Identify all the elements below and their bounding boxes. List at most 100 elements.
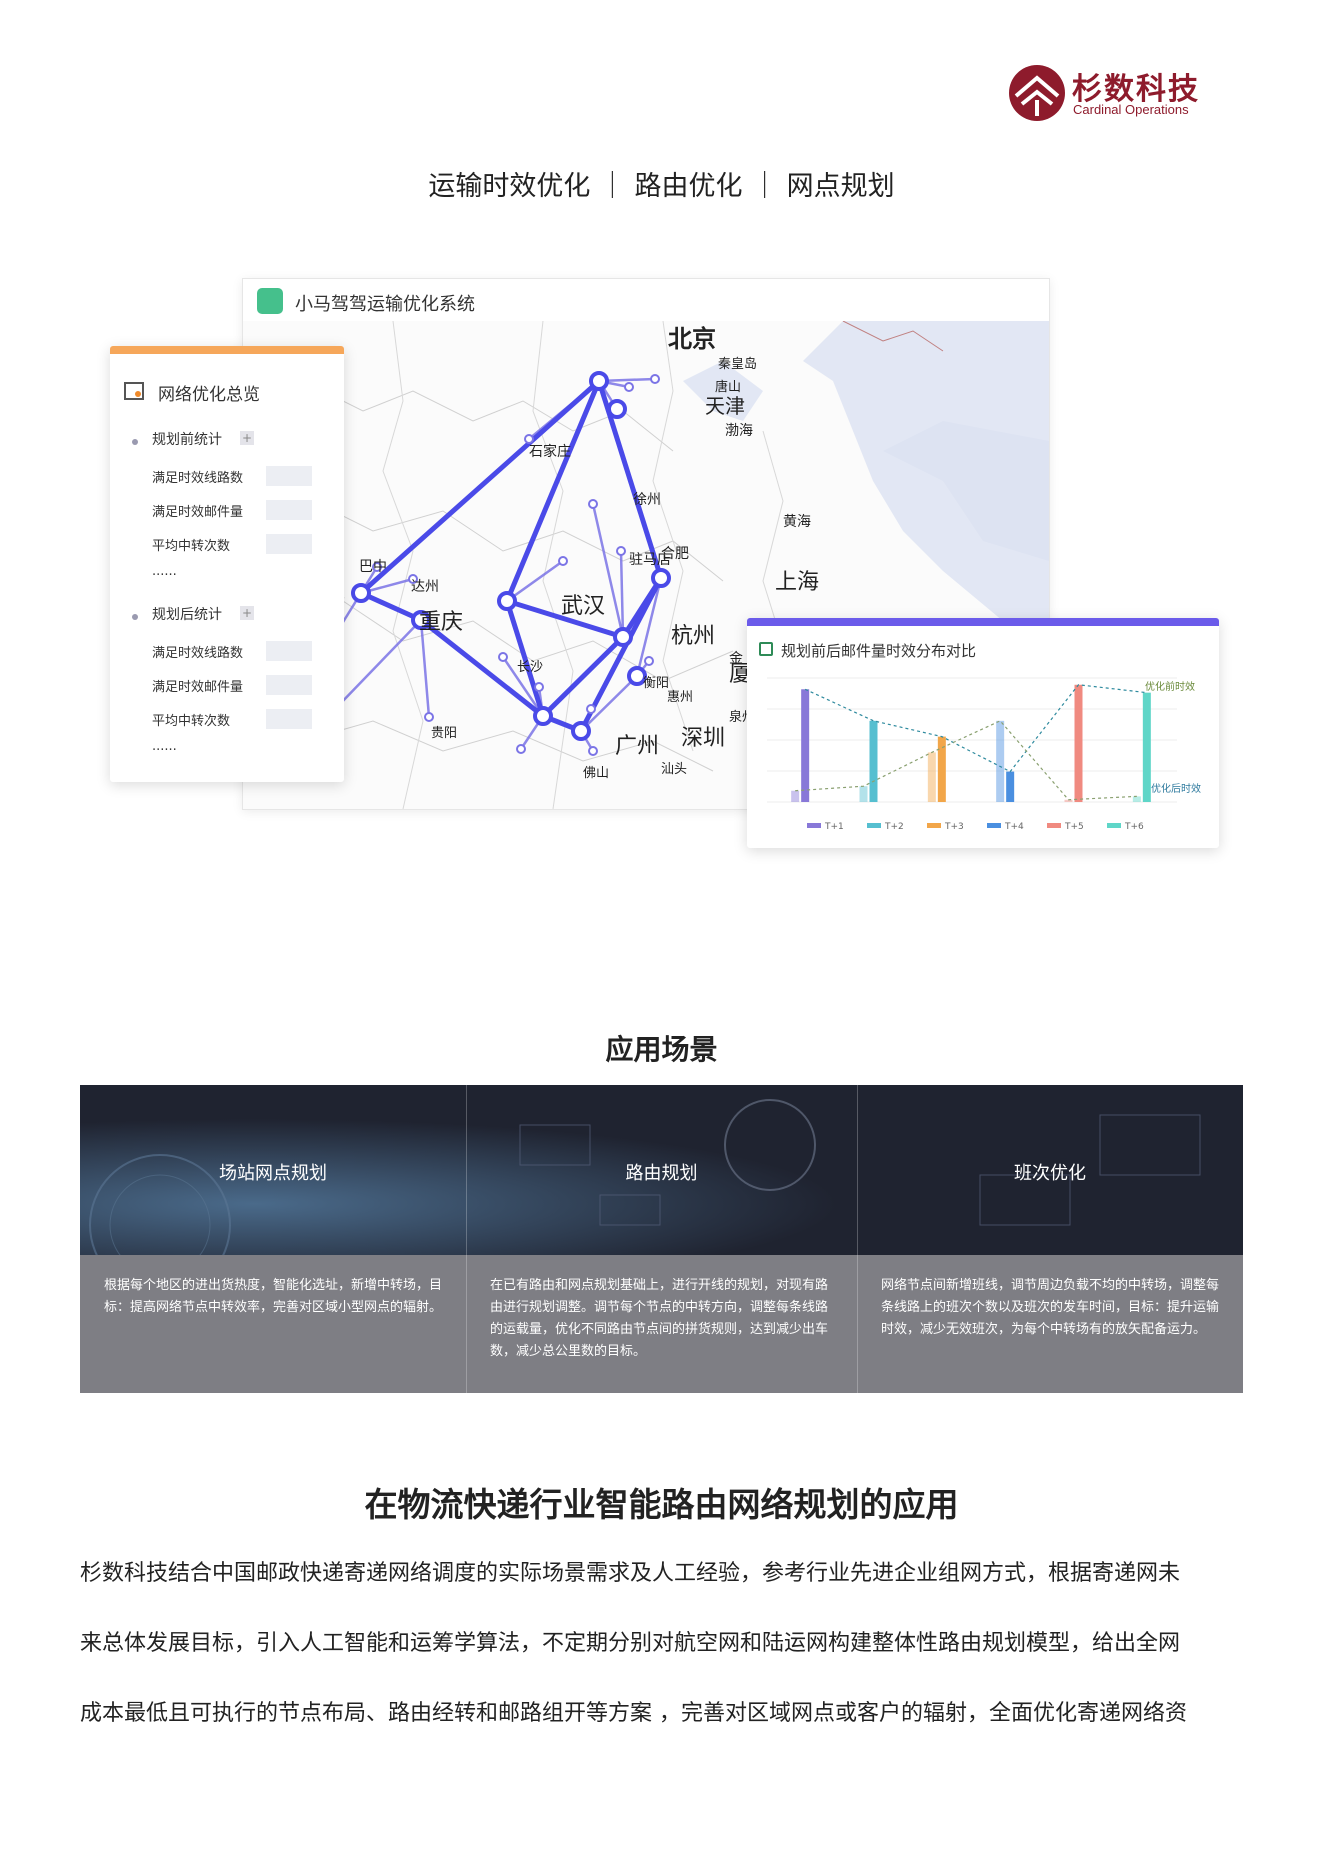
application-scenes: 场站网点规划 路由规划 班次优化 根据每个地区的进出货热度，智能化选址，新增中转… [80, 1085, 1243, 1393]
city-label: 惠州 [667, 690, 693, 705]
city-node[interactable] [624, 382, 634, 392]
city-node[interactable] [589, 371, 609, 391]
city-label: 佛山 [583, 766, 609, 781]
route-link [619, 550, 625, 638]
legend-swatch [807, 823, 821, 828]
city-node[interactable] [588, 746, 598, 756]
city-node[interactable] [650, 374, 660, 384]
trunk-route-link [541, 635, 625, 718]
city-label: 长沙 [517, 660, 543, 675]
city-node[interactable] [351, 583, 371, 603]
city-label: 广州 [615, 734, 659, 759]
brand-name-cn: 杉数科技 [1072, 72, 1200, 107]
scene-text: 在已有路由和网点规划基础上，进行开线的规划，对现有路由进行规划调整。调节每个节点… [490, 1278, 829, 1359]
brand-name-en: Cardinal Operations [1073, 102, 1189, 117]
city-label: 上海 [775, 570, 819, 595]
bullet-icon [132, 439, 138, 445]
bar [996, 720, 1005, 802]
after-stat-value [266, 641, 312, 661]
scene-card-routing[interactable]: 路由规划 [466, 1085, 857, 1255]
bar [1064, 799, 1073, 802]
article-line: 杉数科技结合中国邮政快递寄递网络调度的实际场景需求及人工经验，参考行业先进企业组… [80, 1561, 1181, 1586]
city-node[interactable] [533, 706, 553, 726]
after-stat-value [266, 709, 312, 729]
overview-title: 网络优化总览 [158, 385, 260, 405]
city-node[interactable] [586, 704, 596, 714]
route-link [591, 503, 625, 638]
trunk-route-link [504, 380, 602, 602]
trunk-route-link [359, 379, 601, 595]
city-label: 达州 [411, 579, 439, 595]
city-node[interactable] [534, 682, 544, 692]
bar [1006, 771, 1015, 802]
city-node[interactable] [408, 574, 418, 584]
scene-title: 班次优化 [1014, 1163, 1086, 1184]
city-node[interactable] [571, 721, 591, 741]
section-title: 应用场景 [605, 1033, 718, 1066]
city-label: 合肥 [661, 546, 689, 562]
city-node[interactable] [524, 434, 534, 444]
bar [1132, 796, 1141, 802]
city-node[interactable] [411, 610, 431, 630]
city-node[interactable] [498, 652, 508, 662]
legend-label: T+3 [944, 822, 964, 832]
scene-text: 网络节点间新增班线，调节周边负载不均的中转场，调整每条线路上的班次个数以及班次的… [881, 1278, 1220, 1337]
city-node[interactable] [651, 568, 671, 588]
city-label: 杭州 [671, 624, 715, 649]
brand-logo: 杉数科技 Cardinal Operations [1008, 62, 1238, 126]
legend-swatch [1107, 823, 1121, 828]
before-stat-value [266, 534, 312, 554]
app-logo-icon [257, 288, 283, 314]
legend-label: T+4 [1004, 822, 1024, 832]
city-label: 天津 [705, 394, 745, 418]
line-label: 优化后时效 [1151, 782, 1201, 795]
city-node[interactable] [516, 744, 526, 754]
city-label: 石家庄 [529, 443, 571, 460]
network-overview-panel: 网络优化总览 规划前统计 + 满足时效线路数 满足时效邮件量 平均中转次数 ..… [110, 346, 344, 782]
before-more: ...... [152, 564, 177, 579]
after-more: ...... [152, 739, 177, 754]
trend-line [795, 720, 1137, 801]
article-title: 在物流快递行业智能路由网络规划的应用 [364, 1485, 959, 1524]
city-node[interactable] [558, 556, 568, 566]
bar [1074, 684, 1083, 802]
city-label: 衡阳 [643, 676, 669, 691]
chart-title: 规划前后邮件量时效分布对比 [781, 642, 977, 660]
legend-swatch [867, 823, 881, 828]
city-label: 金 [729, 651, 743, 667]
bar [859, 786, 868, 802]
city-node[interactable] [644, 656, 654, 666]
chart-icon [759, 642, 773, 656]
city-node[interactable] [424, 712, 434, 722]
city-node[interactable] [613, 627, 633, 647]
after-stat-label: 满足时效邮件量 [152, 680, 244, 695]
route-link [419, 619, 431, 718]
scene-title: 路由规划 [625, 1163, 698, 1184]
legend-label: T+5 [1064, 822, 1084, 832]
city-label: 厦 [729, 662, 751, 687]
page-subtitle: 运输时效优化 ｜ 路由优化 ｜ 网点规划 [428, 171, 895, 202]
before-stat-label: 满足时效线路数 [152, 471, 244, 486]
city-node[interactable] [372, 562, 382, 572]
city-node[interactable] [616, 546, 626, 556]
overview-icon [124, 382, 144, 400]
scene-card-schedule[interactable]: 班次优化 [857, 1085, 1243, 1255]
city-node[interactable] [497, 591, 517, 611]
city-label: 巴中 [359, 559, 387, 575]
trunk-route-link [506, 598, 624, 640]
scene-card-station[interactable]: 场站网点规划 [80, 1085, 466, 1255]
city-node[interactable] [627, 666, 647, 686]
city-label: 武汉 [561, 594, 605, 619]
city-node[interactable] [588, 499, 598, 509]
expand-plus-icon[interactable]: + [240, 431, 254, 445]
trunk-route-link [419, 618, 545, 718]
legend-label: T+1 [824, 822, 844, 832]
after-stat-label: 满足时效线路数 [152, 646, 244, 661]
expand-plus-icon[interactable]: + [240, 606, 254, 620]
city-label: 驻马店 [629, 552, 671, 568]
before-stat-label: 满足时效邮件量 [152, 505, 244, 520]
line-label: 优化前时效 [1145, 680, 1195, 693]
city-node[interactable] [607, 399, 627, 419]
after-stat-label: 平均中转次数 [152, 714, 231, 729]
scene-text: 根据每个地区的进出货热度，智能化选址，新增中转场，目标：提高网络节点中转效率，完… [104, 1278, 443, 1315]
